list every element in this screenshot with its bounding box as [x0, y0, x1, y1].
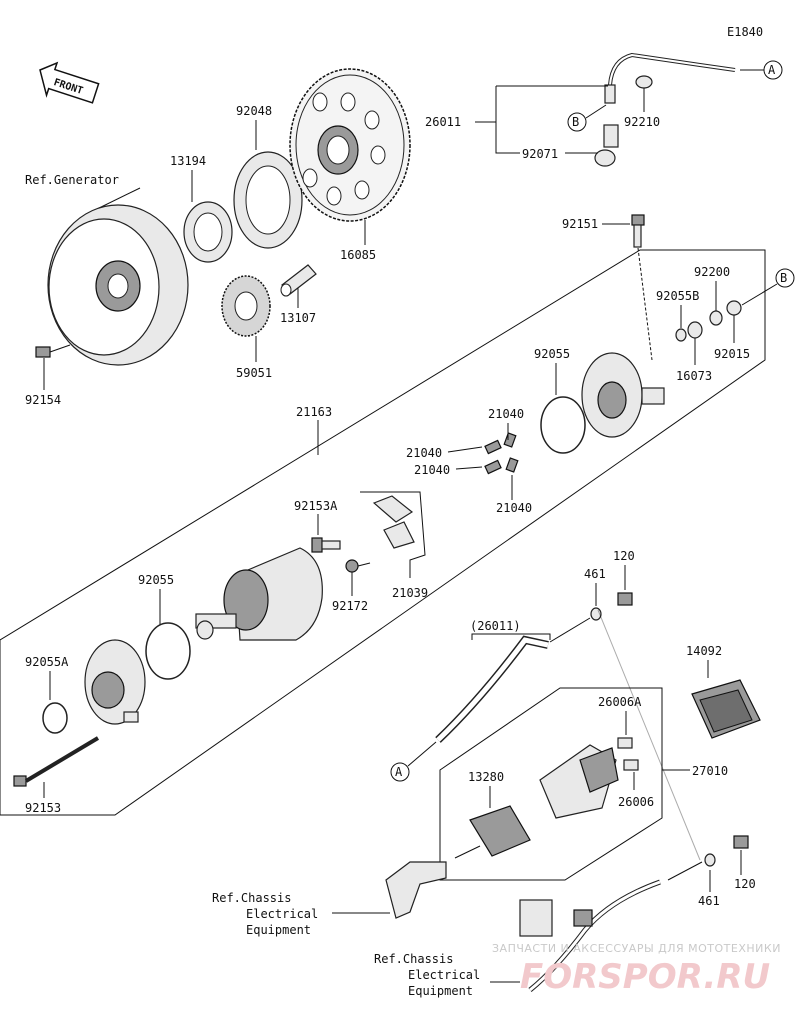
part-label-21040-a: 21040: [488, 407, 524, 421]
starter-cable-top: [604, 52, 736, 104]
part-label-21040-c: 21040: [414, 463, 450, 477]
long-bolt-92153: [13, 736, 100, 787]
idle-gear: [221, 275, 271, 337]
ref-chassis-1-line2: Electrical: [246, 907, 318, 921]
screw-120-bottom: [733, 835, 749, 849]
clutch-ring: [233, 151, 303, 249]
fuse-26006A: [617, 737, 633, 749]
brush-springs: [484, 432, 519, 475]
part-label-461-top: 461: [584, 567, 606, 581]
part-label-92154: 92154: [25, 393, 61, 407]
callout-a-bottom: A: [395, 765, 403, 779]
watermark-logo: FORSPOR.RU: [520, 957, 770, 997]
part-label-26006A: 26006A: [598, 695, 642, 709]
generator-rotor: [47, 204, 189, 366]
part-label-92055A: 92055A: [25, 655, 69, 669]
relay-13280: [469, 805, 531, 857]
o-ring-92055-bottom: [145, 622, 191, 680]
part-label-26006: 26006: [618, 795, 654, 809]
relay-cover: [691, 679, 761, 739]
washer-92055B: [675, 328, 687, 342]
starter-front-cover: [84, 639, 146, 725]
relay-bracket: [385, 861, 447, 919]
o-ring-92055A: [42, 702, 68, 734]
part-label-461-bottom: 461: [698, 894, 720, 908]
part-label-13280: 13280: [468, 770, 504, 784]
part-label-92048: 92048: [236, 104, 272, 118]
washer-461-bottom: [704, 853, 716, 867]
idle-gear-shaft: [280, 264, 317, 297]
part-label-13194: 13194: [170, 154, 206, 168]
part-label-92153: 92153: [25, 801, 61, 815]
nut-92015: [726, 300, 742, 316]
front-arrow-icon: FRONT: [39, 61, 100, 104]
washer-92200: [709, 310, 723, 326]
part-label-92210: 92210: [624, 115, 660, 129]
part-label-92015: 92015: [714, 347, 750, 361]
part-label-21040-d: 21040: [496, 501, 532, 515]
part-label-92153A: 92153A: [294, 499, 338, 513]
o-ring-92055-top: [540, 396, 586, 454]
ref-chassis-1-line1: Ref.Chassis: [212, 891, 291, 905]
callout-a-top: A: [768, 63, 776, 77]
brush-holder: [372, 495, 415, 549]
bolt-92154: [35, 344, 71, 358]
ref-chassis-2-line2: Electrical: [408, 968, 480, 982]
boot-92071: [594, 124, 619, 167]
nut-16073: [687, 321, 703, 339]
starter-cable-mid: [435, 635, 549, 743]
part-label-59051: 59051: [236, 366, 272, 380]
part-label-26011: 26011: [425, 115, 461, 129]
callout-b-right: B: [780, 271, 787, 285]
relay-harness: [519, 879, 661, 992]
part-label-21039: 21039: [392, 586, 428, 600]
nut-92210: [635, 75, 653, 89]
washer-461-top: [590, 607, 602, 621]
fuse-26006: [623, 759, 639, 771]
starter-rear-cover: [581, 352, 665, 438]
bolt-92153A: [311, 537, 341, 553]
part-label-92055B: 92055B: [656, 289, 699, 303]
one-way-clutch: [183, 201, 233, 263]
part-label-92151: 92151: [562, 217, 598, 231]
callout-b-top: B: [572, 115, 579, 129]
starter-relay: [539, 744, 619, 819]
diagram-code: E1840: [727, 25, 763, 39]
part-label-120-bottom: 120: [734, 877, 756, 891]
ref-generator-label: Ref.Generator: [25, 173, 119, 187]
ref-chassis-1-line3: Equipment: [246, 923, 311, 937]
part-label-16085: 16085: [340, 248, 376, 262]
watermark-caption: ЗАПЧАСТИ И АКСЕССУАРЫ ДЛЯ МОТОТЕХНИКИ: [492, 942, 781, 955]
part-label-14092: 14092: [686, 644, 722, 658]
starter-gear: [289, 68, 411, 222]
part-label-27010: 27010: [692, 764, 728, 778]
part-label-21040-b: 21040: [406, 446, 442, 460]
part-label-120-top: 120: [613, 549, 635, 563]
part-label-92200: 92200: [694, 265, 730, 279]
screw-120-top: [617, 592, 633, 606]
starter-motor-yoke: [195, 547, 323, 641]
part-label-92172: 92172: [332, 599, 368, 613]
part-label-21163: 21163: [296, 405, 332, 419]
part-label-92055-top: 92055: [534, 347, 570, 361]
part-label-13107: 13107: [280, 311, 316, 325]
bolt-92151: [631, 214, 645, 248]
screw-92172: [345, 559, 371, 573]
part-label-92071: 92071: [522, 147, 558, 161]
ref-chassis-2-line1: Ref.Chassis: [374, 952, 453, 966]
part-label-16073: 16073: [676, 369, 712, 383]
ref-chassis-2-line3: Equipment: [408, 984, 473, 998]
part-label-26011-ref: (26011): [470, 619, 521, 633]
part-label-92055-bottom: 92055: [138, 573, 174, 587]
